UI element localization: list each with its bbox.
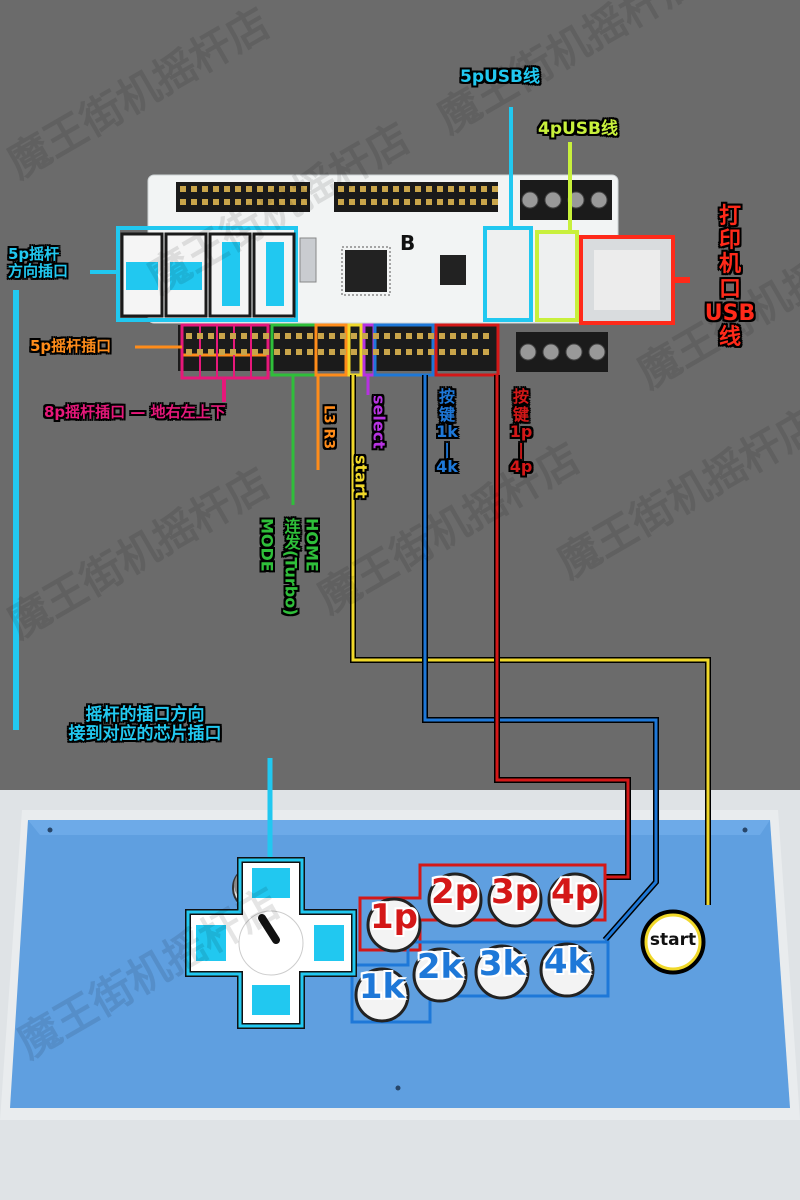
punch-button-2p[interactable]: 2p: [431, 872, 479, 912]
kick-button-1k-ring: [354, 967, 410, 1023]
printer-usb-label: 打 印 机 口 USB 线: [704, 204, 756, 350]
kick-button-2k-ring: [412, 947, 468, 1003]
select-socket-label: select: [369, 395, 389, 449]
pin-header-top-left: [176, 182, 310, 212]
kick-socket-label: 按 键 1k | 4k: [436, 387, 458, 477]
stick8-socket-label: 8p摇杆插口 — 地右左上下: [44, 403, 226, 421]
stick5-direction-sockets: [13, 226, 298, 730]
kick-button-3k[interactable]: 3k: [478, 944, 526, 984]
kick-wire: [423, 375, 658, 941]
punch-wire: [495, 375, 630, 879]
start-socket-label: start: [351, 455, 371, 499]
usb5-label: 5pUSB线: [460, 67, 541, 87]
kick-button-4k[interactable]: 4k: [543, 942, 591, 982]
pin-header-bottom: [178, 325, 498, 371]
punch-button-4p[interactable]: 4p: [551, 872, 599, 912]
punch-button-2p-ring: [427, 872, 483, 928]
usb4-connector: [535, 230, 579, 322]
kick-button-3k-ring: [474, 944, 530, 1000]
usb4-label: 4pUSB线: [538, 119, 619, 139]
regulator-chip: [440, 255, 466, 285]
kick-button-1k[interactable]: 1k: [358, 967, 406, 1007]
kick-button-4k-ring: [539, 942, 595, 998]
punch-button-3p[interactable]: 3p: [491, 872, 539, 912]
stick5-socket-label: 5p摇杆插口: [30, 337, 112, 355]
start-button[interactable]: start: [649, 930, 697, 950]
turbo-label: 连发(Turbo): [281, 518, 301, 616]
mcu-chip: [345, 250, 387, 292]
crystal: [299, 237, 317, 283]
punch-socket-outline: [434, 323, 500, 377]
stick-direction-note: 摇杆的插口方向 接到对应的芯片插口: [68, 705, 222, 744]
chip-label: B: [400, 231, 416, 255]
punch-button-4p-ring: [547, 872, 603, 928]
kick-button-2k[interactable]: 2k: [416, 947, 464, 987]
punch-button-1p-ring: [366, 897, 422, 953]
mode-label: MODE: [257, 518, 277, 572]
usb5-connector: [483, 226, 533, 322]
punch-socket-label: 按 键 1p | 4p: [509, 387, 533, 477]
stick5-direction-label: 5p摇杆 方向插口: [8, 245, 69, 280]
punch-button-1p[interactable]: 1p: [370, 897, 418, 937]
start-wire: [351, 375, 710, 905]
home-label: HOME: [302, 518, 322, 572]
joystick: [185, 857, 357, 1029]
punch-group-outline: [358, 863, 607, 952]
punch-button-3p-ring: [487, 872, 543, 928]
l3r3-label: L3 R3: [320, 405, 337, 450]
